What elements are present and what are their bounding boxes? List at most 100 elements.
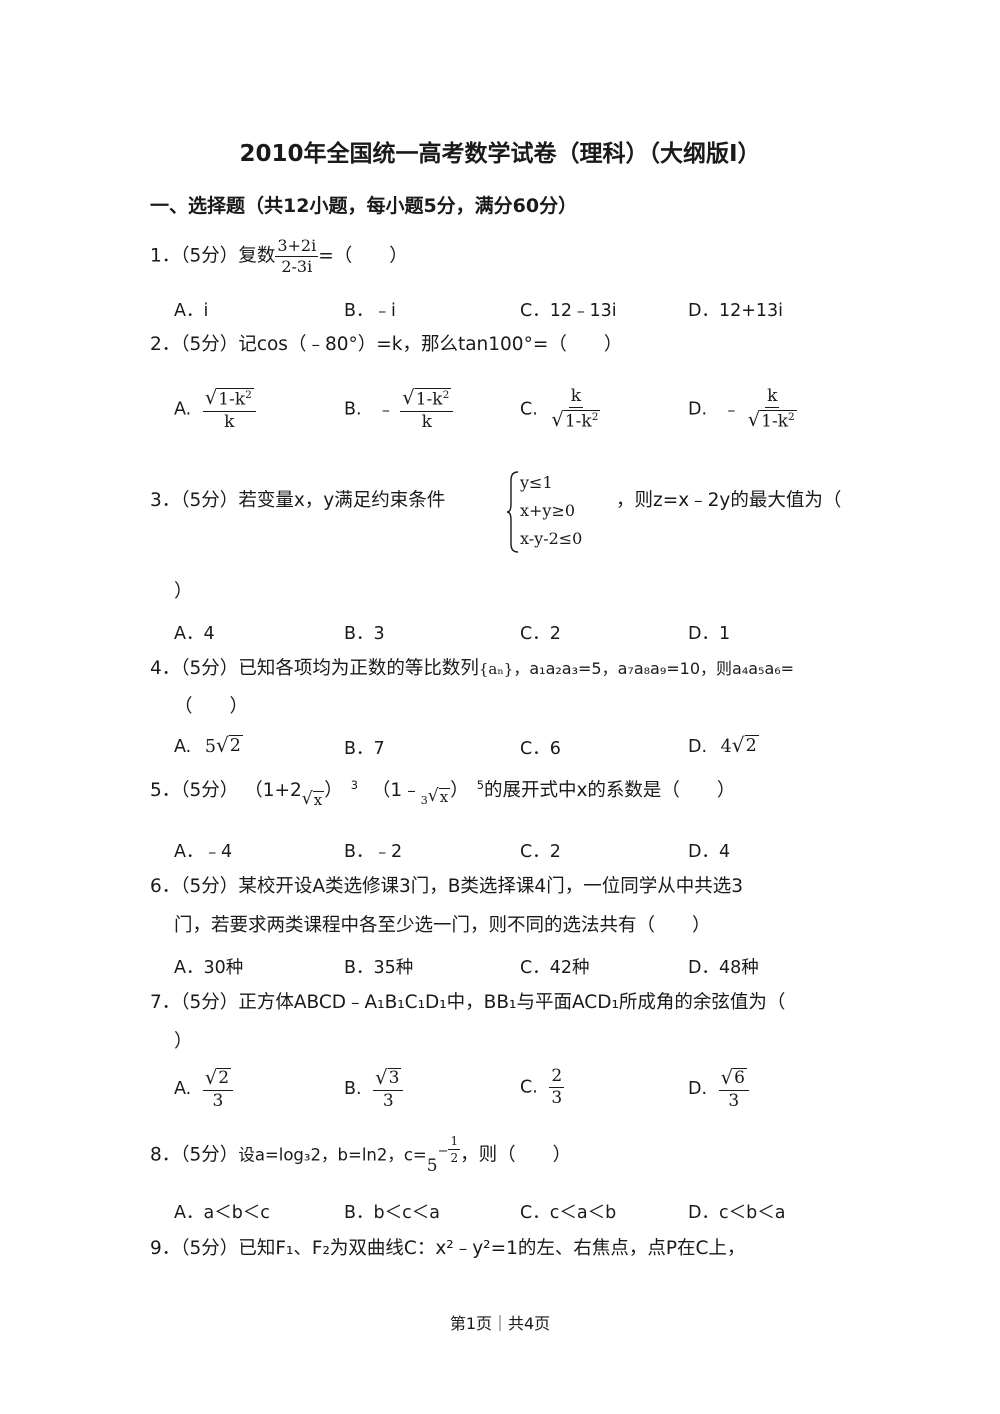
question-number: 5． bbox=[150, 779, 181, 801]
question-number: 2． bbox=[150, 334, 181, 355]
radical-sign: √ bbox=[747, 408, 761, 431]
option-a: A．i bbox=[174, 301, 209, 321]
option-d: D．c＜b＜a bbox=[688, 1203, 786, 1223]
fraction-numerator: k bbox=[765, 386, 780, 408]
option-label: A. bbox=[174, 737, 192, 757]
option-d: D．4 bbox=[688, 842, 731, 862]
fraction-denominator: 3 bbox=[728, 1090, 740, 1111]
coefficient: 4 bbox=[720, 737, 732, 757]
question-2: 2．（5分）记cos（﹣80°）=k，那么tan100°=（ ） bbox=[150, 332, 622, 358]
fraction-denominator: 2 bbox=[450, 1151, 459, 1165]
option-c: C．6 bbox=[520, 739, 561, 759]
option-b: B．3 bbox=[344, 624, 385, 644]
exponent: 2 bbox=[788, 411, 795, 423]
question-text: 已知各项均为正数的等比数列 bbox=[238, 658, 479, 679]
radical-sign: √ bbox=[402, 386, 415, 409]
radicand: 6 bbox=[733, 1068, 747, 1088]
question-text: 若变量x，y满足约束条件 bbox=[238, 490, 446, 511]
fraction-numerator: 1 bbox=[448, 1134, 461, 1150]
minus-sign: ﹣ bbox=[377, 399, 395, 420]
fraction: k √1-k2 bbox=[549, 388, 602, 431]
sqrt-expression: √2 bbox=[732, 735, 759, 755]
radicand: 2 bbox=[217, 1068, 232, 1088]
exponent: 2 bbox=[442, 389, 450, 401]
option-b: B．﹣2 bbox=[344, 842, 403, 862]
radical-sign: √ bbox=[204, 1066, 218, 1089]
constraint-3: x-y-2≤0 bbox=[520, 529, 583, 548]
option-c: C．2 bbox=[520, 842, 561, 862]
constraint-system: y≤1 x+y≥0 x-y-2≤0 bbox=[506, 470, 616, 554]
sqrt-expression: √x bbox=[302, 790, 325, 809]
sqrt-expression: √3 bbox=[373, 1066, 404, 1091]
question-score: （5分） bbox=[180, 779, 239, 801]
question-4: 4．（5分）已知各项均为正数的等比数列{aₙ}，a₁a₂a₃=5，a₇a₈a₉=… bbox=[150, 656, 794, 682]
question-7: 7．（5分）正方体ABCD﹣A₁B₁C₁D₁中，BB₁与平面ACD₁所成角的余弦… bbox=[150, 990, 785, 1016]
option-label: D. bbox=[688, 399, 708, 420]
option-a: A．a＜b＜c bbox=[174, 1203, 270, 1223]
question-score: （5分） bbox=[180, 1238, 239, 1259]
option-b: B. √3 3 bbox=[344, 1066, 404, 1111]
question-score: （5分） bbox=[180, 992, 239, 1013]
fraction: √1-k2 k bbox=[202, 386, 256, 433]
question-number: 8． bbox=[150, 1144, 181, 1166]
question-score: （5分） bbox=[180, 658, 239, 679]
minus-sign: ﹣ bbox=[722, 399, 741, 420]
radicand: 2 bbox=[228, 735, 243, 756]
option-a: A．4 bbox=[174, 624, 215, 644]
page-title: 2010年全国统一高考数学试卷（理科）（大纲版I） bbox=[239, 141, 761, 167]
option-label: B. bbox=[344, 1078, 362, 1099]
question-score: （5分） bbox=[180, 1144, 239, 1166]
radical-sign: √ bbox=[375, 1066, 388, 1089]
fraction-denominator: 3 bbox=[551, 1088, 563, 1108]
radicand: 1-k bbox=[218, 389, 246, 410]
fraction: √3 3 bbox=[373, 1066, 404, 1111]
option-c: C. 2 3 bbox=[520, 1066, 565, 1108]
option-a: A．30种 bbox=[174, 958, 244, 978]
question-tail: ，则（ ） bbox=[460, 1144, 572, 1166]
question-tail: ，则z=x﹣2y的最大值为（ bbox=[616, 490, 842, 511]
cube-root-expression: 3√x bbox=[420, 787, 451, 814]
question-number: 1． bbox=[150, 245, 181, 267]
option-label: B. bbox=[344, 399, 362, 420]
fraction-denominator: k bbox=[224, 412, 235, 433]
sequence-symbol: {aₙ} bbox=[478, 660, 514, 678]
fraction: √2 3 bbox=[202, 1066, 234, 1110]
root-index: 3 bbox=[420, 793, 428, 807]
question-score: （5分） bbox=[180, 490, 239, 511]
option-d: D. 4√2 bbox=[688, 735, 759, 757]
option-b: B．﹣i bbox=[344, 301, 396, 321]
question-text-continued: 门，若要求两类课程中各至少选一门，则不同的选法共有（ ） bbox=[174, 915, 711, 936]
option-c: C．42种 bbox=[520, 958, 590, 978]
option-a: A. √2 3 bbox=[174, 1066, 234, 1110]
exponent-sign: − bbox=[437, 1143, 449, 1159]
question-close: ） bbox=[174, 581, 193, 602]
fraction-numerator: 3+2i bbox=[275, 236, 319, 257]
sqrt-expression: √1-k2 bbox=[202, 386, 256, 413]
exponent: 3 bbox=[350, 778, 359, 792]
option-b: B．35种 bbox=[344, 958, 414, 978]
option-label: C. bbox=[520, 1077, 538, 1098]
radical-sign: √ bbox=[215, 733, 229, 757]
question-3: 3．（5分）若变量x，y满足约束条件 bbox=[150, 488, 445, 514]
question-tail: ，a₁a₂a₃=5，a₇a₈a₉=10，则a₄a₅a₆= bbox=[513, 659, 795, 678]
radical-sign: √ bbox=[204, 386, 218, 409]
page-footer: 第1页｜共4页 bbox=[449, 1314, 551, 1333]
fraction-denominator: 3 bbox=[382, 1090, 394, 1111]
radicand: 1-k bbox=[564, 411, 592, 432]
question-text: 某校开设A类选修课3门，B类选择课4门，一位同学从中共选3 bbox=[238, 876, 743, 897]
fraction-denominator: k bbox=[421, 412, 432, 433]
option-label: D. bbox=[688, 737, 708, 757]
radicand: 1-k bbox=[415, 389, 443, 410]
option-c: C．2 bbox=[520, 624, 561, 644]
question-text: 设a=log₃2，b=ln2，c= bbox=[238, 1145, 427, 1165]
factor-2-close: ） bbox=[450, 779, 469, 801]
exponent: 5 bbox=[476, 778, 484, 792]
fraction-numerator: 2 bbox=[549, 1066, 565, 1088]
fraction: k √1-k2 bbox=[746, 388, 799, 431]
radicand: x bbox=[438, 787, 451, 806]
option-b: B．7 bbox=[344, 739, 385, 759]
question-close: ） bbox=[174, 1031, 193, 1052]
question-text: 正方体ABCD﹣A₁B₁C₁D₁中，BB₁与平面ACD₁所成角的余弦值为（ bbox=[238, 992, 786, 1013]
